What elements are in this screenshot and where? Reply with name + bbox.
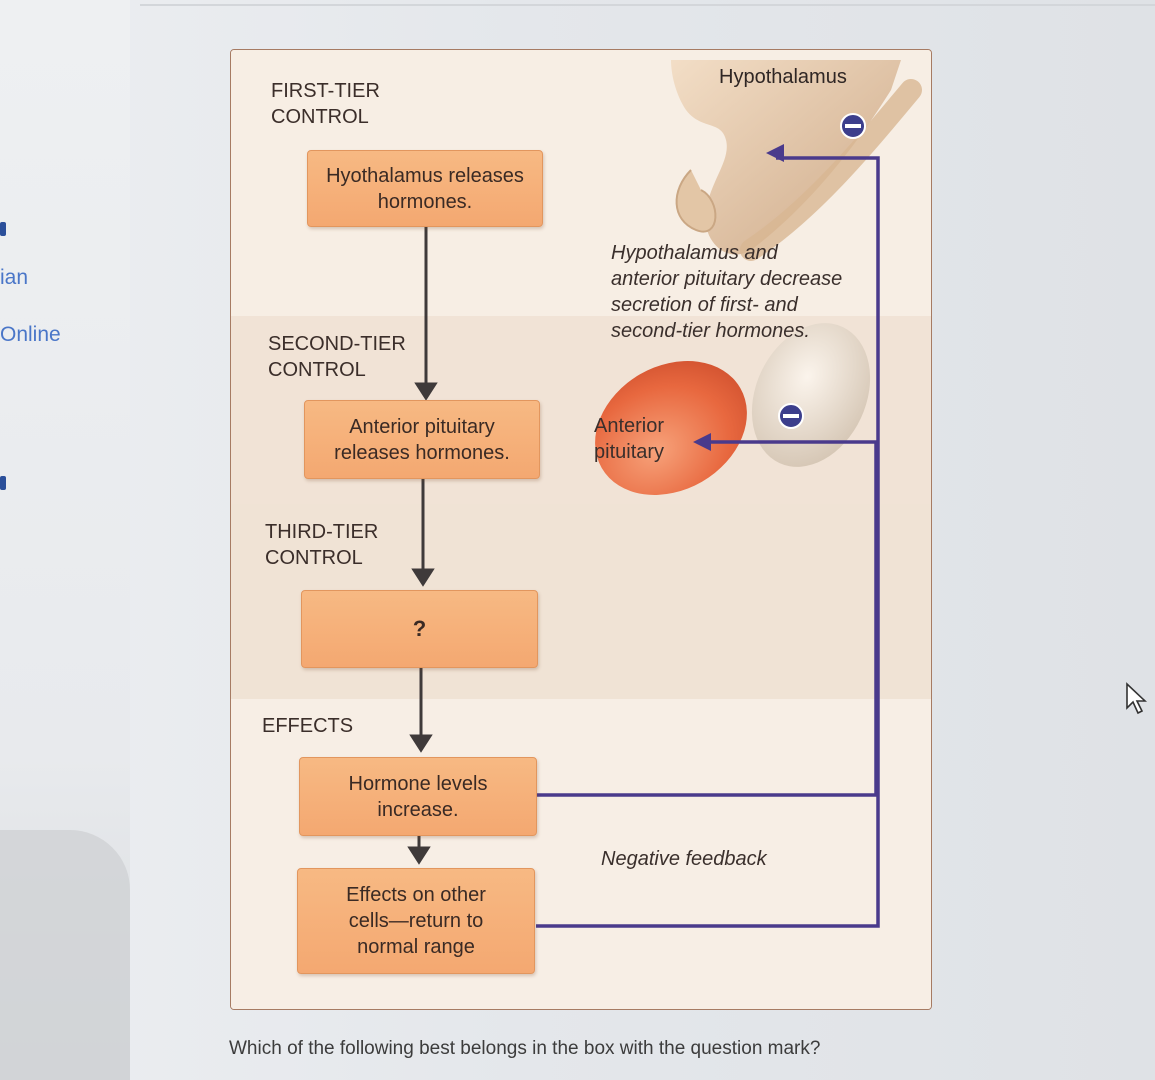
top-divider (140, 4, 1155, 6)
figure-graphics (407, 60, 922, 928)
hormone-levels-box: Hormone levels increase. (299, 757, 537, 836)
first-tier-label: FIRST-TIER CONTROL (271, 80, 380, 128)
hypothalamus-label: Hypothalamus (719, 66, 847, 88)
anterior-pituitary-label: Anterior pituitary (594, 415, 665, 463)
sidebar-link-ian[interactable]: ian (0, 266, 29, 289)
hypothalamus-releases-box: Hyothalamus releases hormones. (307, 150, 543, 227)
mouse-cursor-icon (1126, 682, 1148, 715)
sidebar-link-online[interactable]: Online (0, 323, 61, 346)
infundibulum-stalk (740, 79, 922, 261)
question-text: Which of the following best belongs in t… (229, 1038, 821, 1059)
third-tier-label: THIRD-TIER CONTROL (265, 521, 379, 569)
sidebar-marker (0, 476, 6, 490)
hypothalamus-fold (675, 169, 717, 233)
inhibit-badges (778, 113, 866, 429)
effects-other-cells-box: Effects on other cells—return to normal … (297, 868, 535, 974)
hormone-control-figure: FIRST-TIER CONTROL SECOND-TIER CONTROL T… (230, 49, 932, 1010)
mascot-image (0, 830, 130, 1080)
posterior-pituitary (751, 323, 871, 467)
decrease-note: Hypothalamus and anterior pituitary decr… (611, 242, 843, 342)
negative-feedback-lines (536, 156, 880, 928)
sidebar-fragment: ian Online (0, 0, 130, 1080)
sidebar-marker (0, 222, 6, 236)
negative-feedback-label: Negative feedback (601, 848, 767, 870)
second-tier-label: SECOND-TIER CONTROL (268, 333, 406, 381)
effects-label: EFFECTS (262, 715, 354, 737)
flow-arrows (407, 226, 438, 865)
unknown-box: ? (301, 590, 538, 668)
anterior-pituitary-shape (595, 361, 747, 495)
feedback-arrowheads (693, 144, 784, 451)
pituitary-releases-box: Anterior pituitary releases hormones. (304, 400, 540, 479)
